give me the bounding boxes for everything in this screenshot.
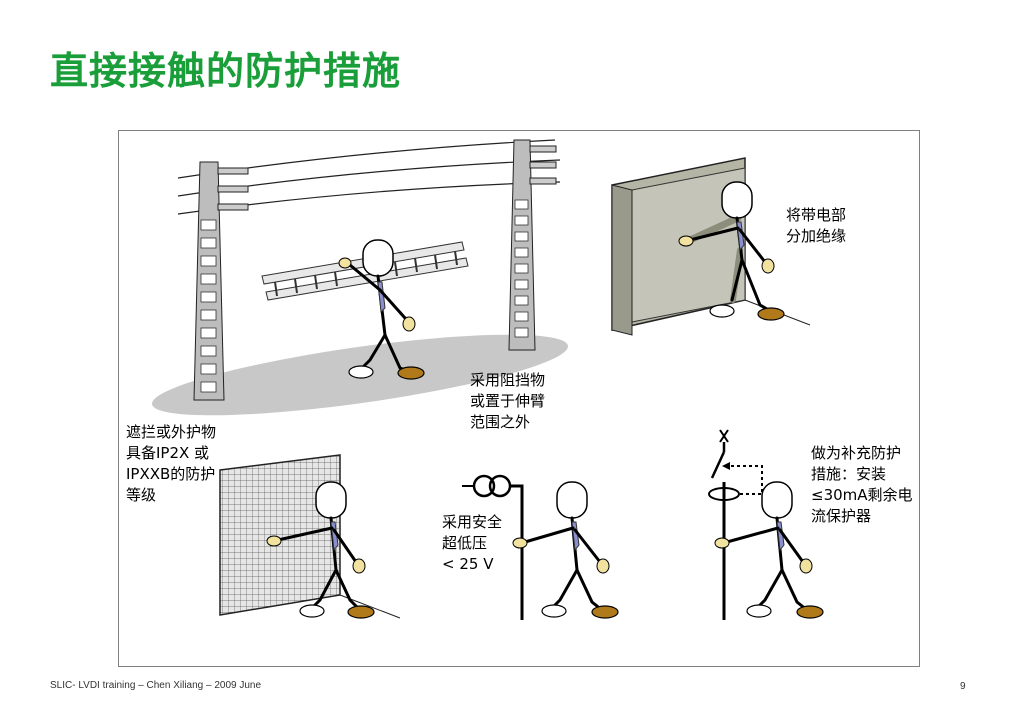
transformer-symbol bbox=[472, 474, 496, 498]
selv-scene bbox=[462, 474, 619, 620]
rcd-scene bbox=[708, 429, 824, 620]
person-touching-conductor bbox=[512, 481, 619, 619]
utility-pole-left bbox=[193, 161, 249, 401]
person-carrying-ladder bbox=[338, 239, 425, 380]
page-title: 直接接触的防护措施 bbox=[50, 49, 402, 93]
label-selv: 采用安全 超低压 < 25 V bbox=[442, 513, 503, 573]
page-number: 9 bbox=[960, 681, 966, 692]
switch-contact bbox=[710, 451, 726, 479]
label-insulation: 将带电部 分加绝缘 bbox=[786, 206, 847, 245]
person-touching-wall bbox=[678, 181, 785, 321]
label-rcd: 做为补充防护 措施：安装 ≤30mA剩余电 流保护器 bbox=[811, 444, 913, 525]
footer-text: SLIC- LVDI training – Chen Xiliang – 200… bbox=[50, 680, 262, 691]
enclosure-scene bbox=[219, 454, 401, 619]
person-rcd bbox=[714, 481, 824, 619]
power-line-scene bbox=[152, 139, 568, 416]
current-sensor-ring bbox=[708, 487, 740, 501]
label-obstacle: 采用阻挡物 或置于伸臂 范围之外 bbox=[470, 371, 546, 431]
label-enclosure: 遮拦或外护物 具备IP2X 或 IPXXB的防护 等级 bbox=[126, 423, 217, 504]
insulation-scene bbox=[611, 157, 811, 336]
utility-pole-right bbox=[508, 139, 557, 351]
person-at-enclosure bbox=[266, 481, 375, 619]
